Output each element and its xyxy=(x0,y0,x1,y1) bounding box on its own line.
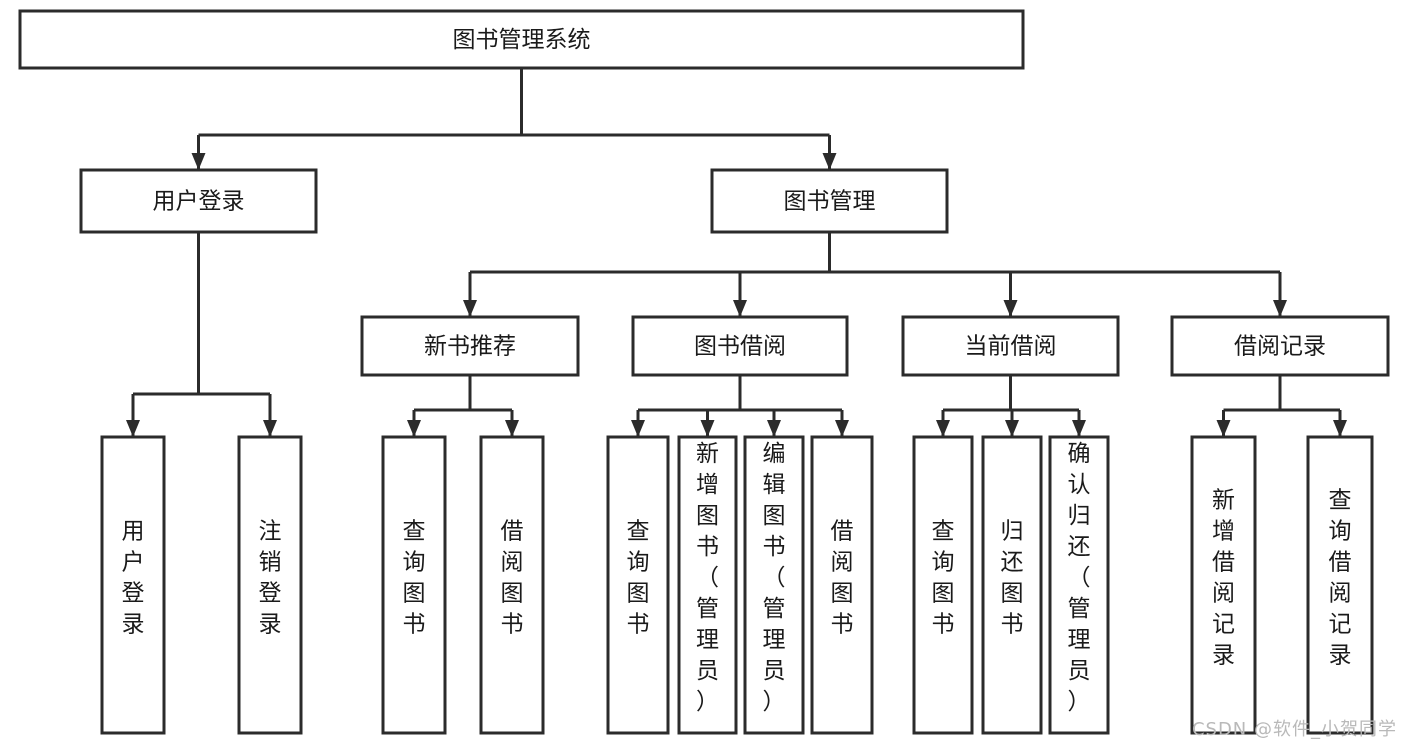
node-query-book[interactable]: 查询图书 xyxy=(606,435,670,735)
node-add-book-admin[interactable]: 新增图书（管理员） xyxy=(677,435,738,735)
arrow-head-icon xyxy=(463,300,477,317)
arrow-head-icon xyxy=(1072,420,1086,437)
node-label: 编辑图书（管理员） xyxy=(763,441,786,715)
box-outline xyxy=(479,435,545,735)
arrow-head-icon xyxy=(835,420,849,437)
box-outline xyxy=(1048,435,1110,735)
node-label: 用户登录 xyxy=(122,519,145,638)
arrow-head-icon xyxy=(191,153,206,170)
node-return-book[interactable]: 归还图书 xyxy=(981,435,1043,735)
box-outline xyxy=(18,9,1025,70)
node-user-login[interactable]: 用户登录 xyxy=(79,168,318,234)
node-label: 查询图书 xyxy=(627,519,650,638)
arrow-head-icon xyxy=(126,420,140,437)
node-user-login[interactable]: 用户登录 xyxy=(100,435,166,735)
node-confirm-return-admin[interactable]: 确认归还（管理员） xyxy=(1048,435,1110,735)
box-outline xyxy=(1190,435,1257,735)
box-outline xyxy=(1170,315,1390,377)
arrow-head-icon xyxy=(505,420,519,437)
node-label: 查询图书 xyxy=(932,519,955,638)
node-label: 新增图书（管理员） xyxy=(696,441,719,715)
node-book-management-system[interactable]: 图书管理系统 xyxy=(18,9,1025,70)
arrow-head-icon xyxy=(1333,420,1347,437)
node-edit-book-admin[interactable]: 编辑图书（管理员） xyxy=(743,435,805,735)
box-outline xyxy=(981,435,1043,735)
node-label: 查询借阅记录 xyxy=(1329,488,1352,669)
box-outline xyxy=(1306,435,1374,735)
box-outline xyxy=(677,435,738,735)
arrow-head-icon xyxy=(1003,300,1018,317)
box-outline xyxy=(237,435,303,735)
node-label: 确认归还（管理员） xyxy=(1068,441,1091,715)
node-label: 查询图书 xyxy=(403,519,426,638)
box-outline xyxy=(901,315,1120,377)
node-label: 图书管理 xyxy=(784,189,876,215)
node-add-borrowing-record[interactable]: 新增借阅记录 xyxy=(1190,435,1257,735)
node-layer: 图书管理系统用户登录图书管理新书推荐图书借阅当前借阅借阅记录用户登录注销登录查询… xyxy=(18,9,1390,735)
node-label: 注销登录 xyxy=(259,519,282,638)
arrow-head-icon xyxy=(263,420,277,437)
node-label: 当前借阅 xyxy=(965,334,1057,360)
box-outline xyxy=(100,435,166,735)
box-outline xyxy=(743,435,805,735)
node-borrowing-record[interactable]: 借阅记录 xyxy=(1170,315,1390,377)
node-label: 新增借阅记录 xyxy=(1212,488,1235,669)
box-outline xyxy=(912,435,974,735)
box-outline xyxy=(606,435,670,735)
box-outline xyxy=(360,315,580,377)
node-label: 新书推荐 xyxy=(424,334,516,360)
box-outline xyxy=(810,435,874,735)
arrow-head-icon xyxy=(407,420,421,437)
arrow-head-icon xyxy=(733,300,747,317)
arrow-head-icon xyxy=(767,420,781,437)
arrow-head-icon xyxy=(1005,420,1019,437)
box-outline xyxy=(710,168,949,234)
node-book-borrowing[interactable]: 图书借阅 xyxy=(631,315,849,377)
arrow-head-icon xyxy=(700,420,715,437)
node-book-management[interactable]: 图书管理 xyxy=(710,168,949,234)
arrow-head-icon xyxy=(1273,300,1287,317)
node-borrow-book[interactable]: 借阅图书 xyxy=(810,435,874,735)
node-query-book[interactable]: 查询图书 xyxy=(381,435,447,735)
node-current-borrowing[interactable]: 当前借阅 xyxy=(901,315,1120,377)
csdn-watermark: CSDN @软件_小贺同学 xyxy=(1191,719,1397,740)
arrow-head-icon xyxy=(631,420,645,437)
node-label: 借阅图书 xyxy=(501,519,524,638)
node-query-borrowing-record[interactable]: 查询借阅记录 xyxy=(1306,435,1374,735)
node-label: 图书管理系统 xyxy=(453,27,591,53)
node-label: 借阅记录 xyxy=(1234,334,1326,360)
arrow-head-icon xyxy=(1216,420,1231,437)
node-borrow-book[interactable]: 借阅图书 xyxy=(479,435,545,735)
box-outline xyxy=(631,315,849,377)
node-query-book[interactable]: 查询图书 xyxy=(912,435,974,735)
connector-layer xyxy=(126,68,1347,437)
box-outline xyxy=(381,435,447,735)
node-new-book-recommendation[interactable]: 新书推荐 xyxy=(360,315,580,377)
node-label: 归还图书 xyxy=(1001,519,1024,638)
arrow-head-icon xyxy=(936,420,950,437)
arrow-head-icon xyxy=(822,153,837,170)
node-label: 用户登录 xyxy=(153,189,245,215)
node-label: 借阅图书 xyxy=(831,519,854,638)
box-outline xyxy=(79,168,318,234)
node-logout[interactable]: 注销登录 xyxy=(237,435,303,735)
node-label: 图书借阅 xyxy=(694,334,786,360)
